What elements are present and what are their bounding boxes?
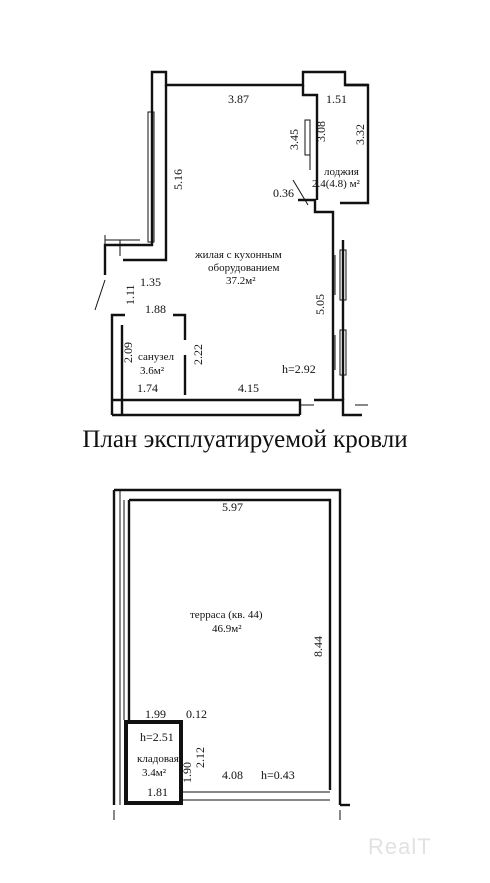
dim-loggia-width: 1.51 [326, 92, 347, 106]
dim-bottom-width: 4.15 [238, 381, 259, 395]
lower-plan-dimensions: 5.97 8.44 1.99 0.12 2.12 1.90 1.81 4.08 [145, 500, 325, 799]
living-area: 37.2м² [226, 275, 256, 287]
terrace-label: терраса (кв. 44) [190, 609, 263, 621]
dim-step-height: 1.11 [123, 284, 137, 305]
dim-bath-bottom: 1.74 [137, 381, 158, 395]
dim-bath-right: 2.22 [191, 344, 205, 365]
storage-room-walls [124, 720, 183, 805]
realt-watermark: RealT [368, 834, 432, 859]
dim-terrace-bottom: 4.08 [222, 768, 243, 782]
dim-loggia-inner: 3.08 [314, 121, 328, 142]
ceiling-height: h=2.92 [282, 362, 316, 376]
dim-top-width: 3.87 [228, 92, 249, 106]
living-label-line2: оборудованием [208, 262, 279, 274]
living-label-line1: жилая с кухонным [194, 249, 282, 261]
storage-label: кладовая [137, 753, 179, 765]
dim-terrace-right: 8.44 [311, 636, 325, 657]
dim-step-width: 1.35 [140, 275, 161, 289]
dim-storage-right: 2.12 [193, 747, 207, 768]
parapet-height: h=0.43 [261, 768, 295, 782]
dim-niche-height: 3.45 [287, 129, 301, 150]
dim-jog: 0.36 [273, 186, 294, 200]
loggia-label: лоджия [324, 166, 359, 178]
storage-height: h=2.51 [140, 730, 174, 744]
dim-storage-side: 1.90 [180, 762, 194, 783]
upper-plan-walls [103, 70, 370, 417]
dim-storage-gap: 0.12 [186, 707, 207, 721]
upper-plan-details [94, 111, 368, 406]
bathroom-area: 3.6м² [140, 365, 165, 377]
dim-terrace-top: 5.97 [222, 500, 243, 514]
dim-bath-left: 2.09 [121, 342, 135, 363]
roof-plan-heading: План эксплуатируемой кровли [82, 426, 408, 453]
upper-plan-rooms: жилая с кухонным оборудованием 37.2м² ло… [138, 166, 361, 377]
dim-storage-top: 1.99 [145, 707, 166, 721]
lower-plan-walls [112, 488, 350, 807]
bathroom-label: санузел [138, 351, 175, 363]
upper-plan-dimensions: 3.87 1.51 5.16 3.45 3.08 3.32 0.36 1.35 … [121, 92, 367, 395]
dim-right-wall: 5.05 [313, 294, 327, 315]
storage-area: 3.4м² [142, 767, 167, 779]
lower-plan-details [113, 490, 341, 820]
dim-left-wall: 5.16 [171, 169, 185, 190]
dim-loggia-outer: 3.32 [353, 124, 367, 145]
dim-bath-top: 1.88 [145, 302, 166, 316]
lower-plan-rooms: терраса (кв. 44) 46.9м² h=2.51 кладовая … [137, 609, 295, 782]
terrace-area: 46.9м² [212, 623, 242, 635]
dim-storage-bottom: 1.81 [147, 785, 168, 799]
loggia-area: 2.4(4.8) м² [312, 178, 361, 190]
